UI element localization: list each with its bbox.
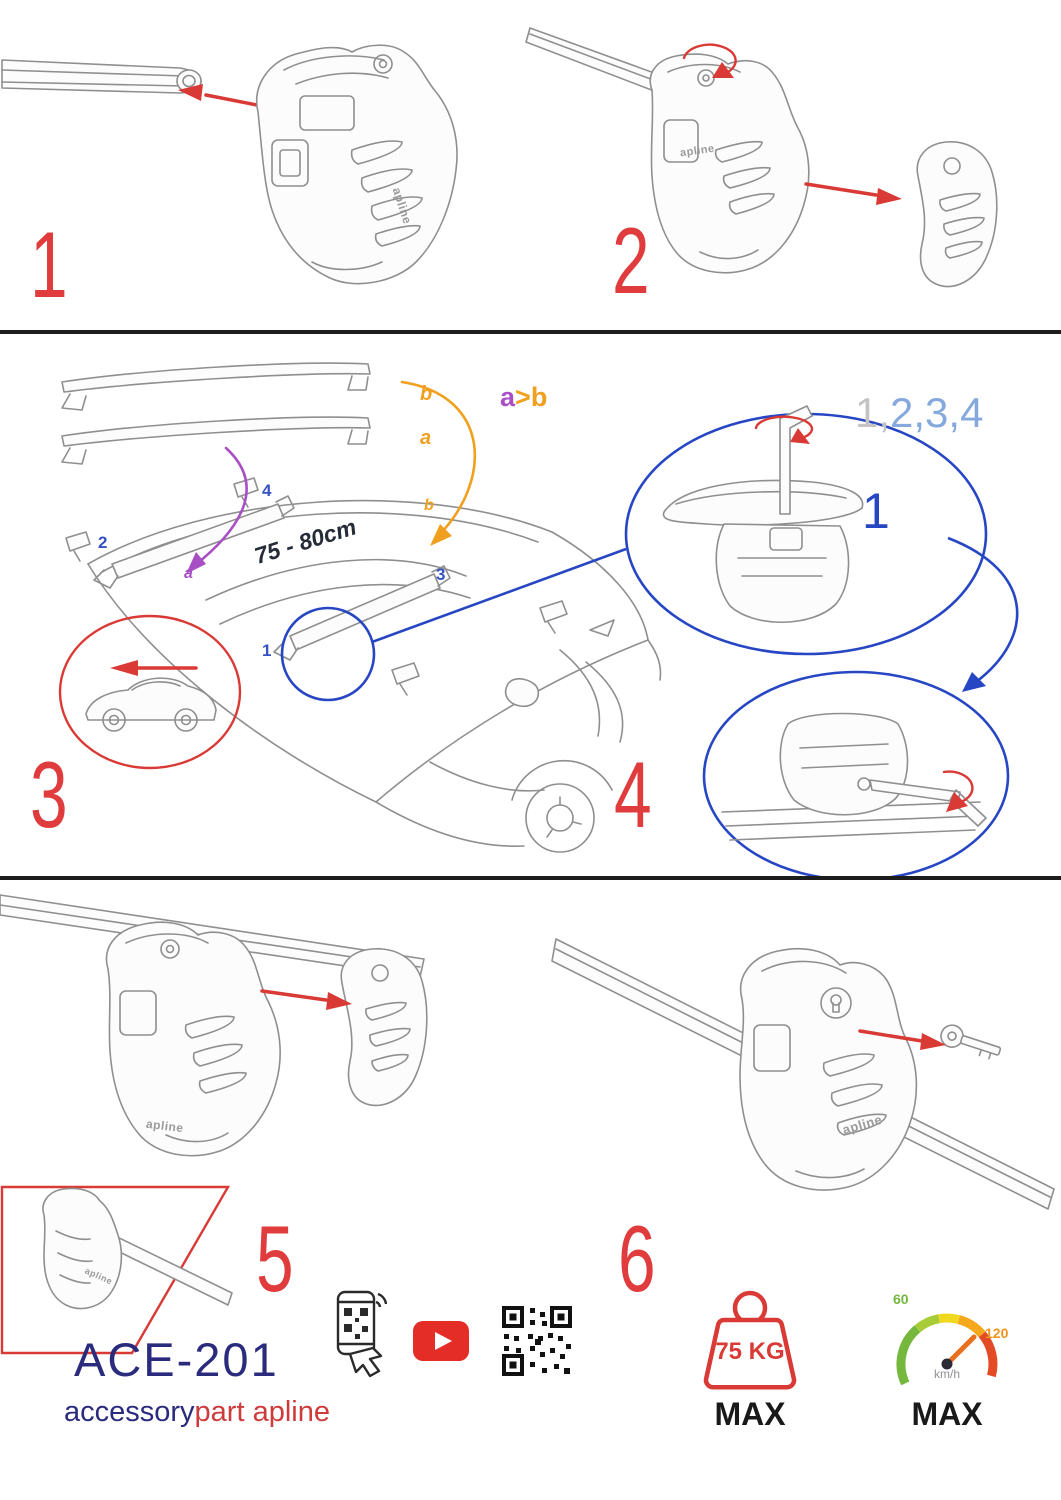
roof-bar-b-label: b — [424, 497, 434, 514]
car-roof-drawing — [65, 477, 662, 853]
step-1-number: 1 — [30, 212, 68, 317]
section-steps-1-2-art — [1, 27, 998, 288]
red-rotation-arrow — [682, 43, 737, 74]
weight-limit-value: 75 KG — [715, 1338, 785, 1365]
step4-illustration — [624, 405, 1019, 879]
step-5-number: 5 — [256, 1206, 294, 1311]
inset-bar-b-label: b — [420, 383, 433, 405]
step5-illustration — [0, 894, 428, 1157]
step2-illustration — [525, 27, 998, 288]
compare-a: a — [500, 382, 516, 412]
youtube-icon — [413, 1321, 469, 1361]
brand-part: part — [194, 1396, 245, 1428]
orange-swap-arrow — [400, 380, 477, 538]
roof-position-3: 3 — [436, 565, 446, 584]
roof-rack-foot — [256, 44, 458, 285]
weight-limit-max-label: MAX — [714, 1396, 786, 1432]
red-arrow — [260, 989, 328, 1002]
roof-bar-a-label: a — [184, 565, 193, 582]
brand-wordmark: accessorypart apline — [64, 1398, 330, 1427]
inset-bar-a-label: a — [420, 427, 432, 449]
sequence-arrow — [947, 536, 1019, 684]
zoom-arrow — [371, 547, 627, 644]
foot-side-cover — [340, 948, 428, 1107]
speed-120-label: 120 — [985, 1325, 1009, 1341]
closeup-step-callout: 1 — [862, 483, 890, 539]
step1-illustration — [1, 44, 458, 285]
closeup-top-drawing — [662, 405, 864, 624]
red-arrow — [858, 1029, 924, 1043]
section-steps-5-6-art — [0, 894, 1055, 1355]
phone-qr-icon — [336, 1290, 388, 1378]
bar-compare-label: a>b — [500, 384, 547, 411]
speed-unit-label: km/h — [933, 1367, 961, 1381]
roof-position-4: 4 — [262, 481, 272, 500]
lock-key-icon — [940, 1024, 1002, 1060]
section-divider — [0, 876, 1061, 880]
car-direction-inset — [85, 677, 217, 732]
qr-code-icon — [502, 1306, 572, 1376]
tightening-sequence-label: 1,2,3,4 — [855, 392, 983, 434]
roof-position-2: 2 — [98, 533, 108, 552]
step-4-number: 4 — [614, 742, 652, 847]
gauge-needle — [944, 1334, 977, 1367]
product-model: ACE-201 — [74, 1333, 279, 1386]
sequence-blue: 2,3,4 — [890, 389, 984, 436]
result-region-outline — [0, 1185, 231, 1355]
section-divider — [0, 330, 1061, 334]
speed-60-label: 60 — [893, 1291, 909, 1307]
step6-illustration — [551, 938, 1055, 1210]
speed-max-label: MAX — [911, 1396, 983, 1432]
section-steps-3-4-art — [58, 362, 1019, 879]
brand-apline: apline — [252, 1396, 330, 1428]
weight-limit-icon — [703, 1290, 797, 1390]
speed-limit-icon — [896, 1313, 998, 1386]
roof-rack-foot — [649, 53, 810, 274]
step3-illustration — [58, 362, 662, 853]
step-2-number: 2 — [612, 208, 650, 313]
sequence-gray: 1, — [855, 389, 891, 436]
step5-result-inset — [42, 1187, 233, 1310]
purple-swap-arrow — [192, 446, 248, 568]
roof-position-1: 1 — [262, 641, 272, 660]
red-arrow — [804, 182, 878, 197]
foot-side-cover — [916, 141, 998, 288]
red-arrow — [204, 93, 264, 108]
compare-gt: > — [515, 382, 531, 412]
compare-b: b — [530, 382, 548, 412]
direction-inset-circle — [58, 614, 242, 770]
brand-accessory: accessory — [64, 1396, 195, 1428]
step-3-number: 3 — [30, 742, 68, 847]
step-6-number: 6 — [618, 1206, 656, 1311]
foot-highlight-circle — [280, 606, 376, 702]
red-rotation-arrow — [754, 415, 814, 440]
closeup-bottom-drawing — [721, 712, 987, 841]
crossbars-inset — [61, 362, 371, 465]
